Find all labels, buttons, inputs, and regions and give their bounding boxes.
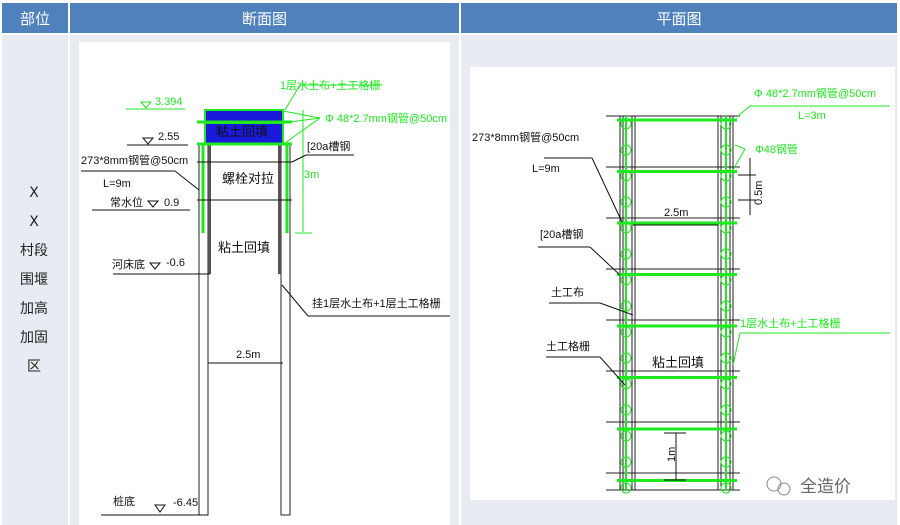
label-pipe-large: 273*8mm钢管@50cm: [81, 153, 188, 167]
label-fill-main: 粘土回填: [218, 240, 270, 255]
label-length: L=9m: [103, 178, 131, 190]
elev-riverbed: -0.6: [166, 257, 185, 269]
loc-line: 加固: [20, 329, 48, 346]
elev-water: 0.9: [164, 197, 179, 209]
location-text: X X 村段 围堰 加高 加固 区: [0, 35, 68, 525]
leader-line: [732, 332, 741, 366]
dim-width: 2.5m: [236, 349, 260, 361]
leader-line: [599, 302, 634, 316]
plan-dim-spacing: 0.5m: [753, 181, 765, 205]
plan-label-pipe-small-len: L=3m: [798, 110, 826, 122]
plan-label-phi48: Φ48钢管: [755, 142, 798, 156]
leader-line: [589, 246, 621, 276]
plan-label-fill: 粘土回填: [652, 355, 704, 370]
plan-dim-1m: 1m: [666, 447, 678, 462]
leader-line: [599, 356, 626, 386]
label-riverbed: 河床底: [112, 257, 145, 271]
elev-top: 3.394: [155, 96, 183, 108]
label-bolt: 螺栓对拉: [222, 171, 274, 186]
loc-line: X: [29, 184, 39, 201]
location-cell: [2, 35, 68, 525]
plan-label-pipe-large: 273*8mm钢管@50cm: [472, 130, 579, 144]
label-pipe-small: Φ 48*2.7mm钢管@50cm: [325, 111, 447, 125]
plan-label-pipe-small: Φ 48*2.7mm钢管@50cm: [754, 86, 876, 100]
loc-line: X: [29, 213, 39, 230]
loc-line: 区: [27, 358, 41, 375]
leader-line: [734, 144, 746, 150]
elev-255: 2.55: [158, 131, 179, 143]
loc-line: 加高: [20, 300, 48, 317]
plan-label-pipe-large-len: L=9m: [532, 163, 560, 175]
plan-label-geogrid: 土工格栅: [546, 339, 590, 353]
leader-line: [736, 105, 751, 118]
label-water: 常水位: [110, 195, 143, 209]
leader-line: [732, 148, 746, 171]
label-channel: [20a槽钢: [307, 140, 350, 153]
header-section: 断面图: [70, 3, 459, 33]
plan-label-geotextile: 土工布: [551, 286, 584, 299]
header-location: 部位: [2, 3, 68, 33]
label-pile-bottom: 桩底: [113, 494, 135, 508]
dim-3m: 3m: [304, 169, 319, 181]
watermark-logo: 全造价: [766, 476, 851, 496]
elev-bottom: -6.45: [173, 497, 198, 509]
header-plan: 平面图: [461, 3, 897, 33]
svg-text:全造价: 全造价: [800, 477, 851, 496]
loc-line: 围堰: [20, 271, 48, 288]
label-fill-top: 粘土回填: [216, 124, 268, 139]
label-geo-top: 1层水土布+土工格栅: [280, 78, 381, 92]
plan-dim-width: 2.5m: [664, 207, 688, 219]
label-hang: 挂1层水土布+1层土工格栅: [312, 296, 441, 310]
leader-line: [591, 157, 623, 223]
plan-label-channel: [20a槽钢: [540, 228, 583, 241]
plan-label-geo: 1层水土布+土工格栅: [740, 316, 841, 330]
loc-line: 村段: [20, 242, 48, 259]
